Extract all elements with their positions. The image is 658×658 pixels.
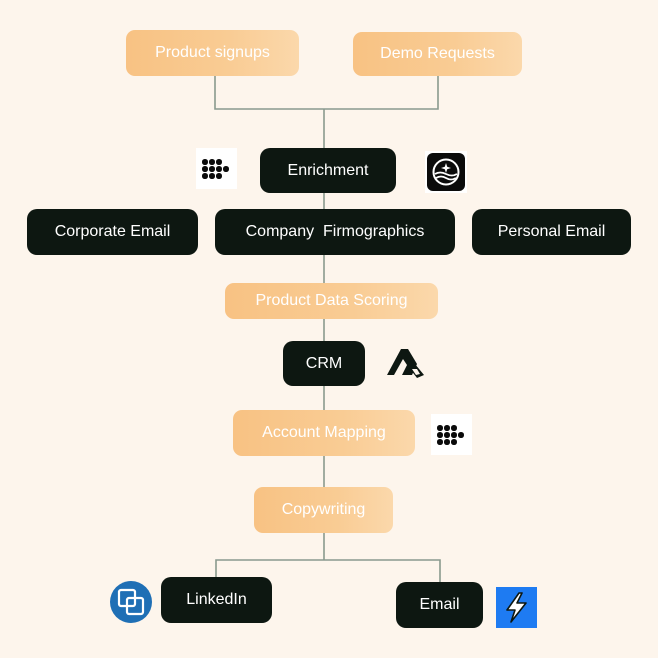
email-node[interactable]: Email <box>396 582 483 628</box>
personal-email-node[interactable]: Personal Email <box>472 209 631 255</box>
crm-label: CRM <box>305 354 343 372</box>
dots-grid-logo-icon <box>196 148 237 189</box>
enrichment-label: Enrichment <box>287 161 369 179</box>
copywriting-node[interactable]: Copywriting <box>254 487 393 533</box>
demo-requests-node[interactable]: Demo Requests <box>353 32 522 76</box>
account-mapping-label: Account Mapping <box>262 424 386 441</box>
company-firmographics-node[interactable]: Company Firmographics <box>215 209 455 255</box>
lightning-bolt-logo-icon <box>496 587 537 628</box>
product-signups-label: Product signups <box>155 44 270 61</box>
account-mapping-node[interactable]: Account Mapping <box>233 410 415 456</box>
crm-node[interactable]: CRM <box>283 341 365 386</box>
company-firmographics-label: Company Firmographics <box>245 223 425 240</box>
globe-badge-logo-icon <box>425 151 467 193</box>
dots-grid-logo-icon <box>431 414 472 455</box>
demo-requests-label: Demo Requests <box>380 45 495 62</box>
email-label: Email <box>419 596 460 613</box>
corporate-email-label: Corporate Email <box>54 223 171 240</box>
corporate-email-node[interactable]: Corporate Email <box>27 209 198 255</box>
folk-logo-icon <box>384 345 428 381</box>
linked-squares-logo-icon <box>110 581 152 623</box>
globe-glyph-icon <box>432 158 460 186</box>
product-data-scoring-label: Product Data Scoring <box>255 292 408 309</box>
linkedin-node[interactable]: LinkedIn <box>161 577 272 623</box>
enrichment-node[interactable]: Enrichment <box>260 148 396 193</box>
product-data-scoring-node[interactable]: Product Data Scoring <box>225 283 438 319</box>
connector-bottom-split <box>215 533 441 582</box>
product-signups-node[interactable]: Product signups <box>126 30 299 76</box>
copywriting-label: Copywriting <box>281 501 366 518</box>
linkedin-label: LinkedIn <box>186 591 247 608</box>
personal-email-label: Personal Email <box>497 223 606 240</box>
connector-top-merge <box>214 76 439 110</box>
